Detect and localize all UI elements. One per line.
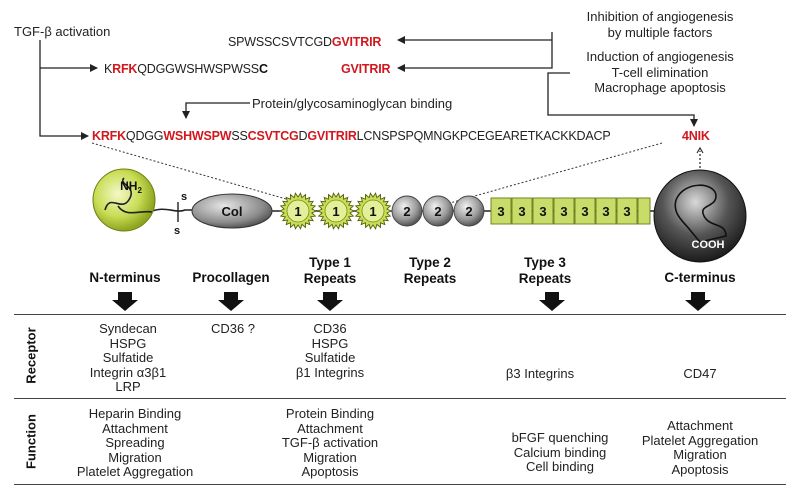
type3-repeat	[532, 197, 554, 225]
type2-repeat	[422, 195, 454, 227]
type2-repeat-label: 2	[465, 204, 472, 219]
type1-repeats: 1 1 1	[278, 192, 393, 230]
type3-repeat-label: 3	[518, 204, 525, 219]
type3-repeat-label: 3	[497, 204, 504, 219]
domain-down-arrows	[112, 292, 711, 311]
type2-repeat	[391, 195, 423, 227]
down-arrow-icon	[539, 292, 565, 311]
row-label-function: Function	[23, 414, 39, 469]
protein-gag-binding-label: Protein/glycosaminoglycan binding	[252, 96, 453, 111]
table-divider-bottom	[14, 484, 786, 486]
type3-repeat-label: 3	[539, 204, 546, 219]
type3-repeat	[553, 197, 575, 225]
down-arrow-icon	[317, 292, 343, 311]
down-arrow-icon	[685, 292, 711, 311]
procollagen-domain	[191, 193, 273, 229]
tgf-arrow-lower	[39, 40, 89, 140]
induction-arrow	[547, 72, 698, 127]
type3-repeat-label: 3	[581, 204, 588, 219]
receptor-type3: β3 Integrins	[505, 366, 575, 381]
type3-repeat	[595, 197, 617, 225]
down-arrow-icon	[112, 292, 138, 311]
type3-repeat-label: 3	[602, 204, 609, 219]
type2-repeats: 2 2 2	[391, 195, 485, 227]
type2-repeat-label: 2	[434, 204, 441, 219]
sequence-line-3: KRFKQDGGWSHWSPWSSCSVTCGDGVITRIRLCNSPSPQM…	[92, 129, 611, 143]
type2-repeat	[453, 195, 485, 227]
type3-repeat	[490, 197, 512, 225]
type1-repeat-label: 1	[369, 204, 376, 219]
row-label-receptor: Receptor	[23, 327, 39, 384]
type1-repeat-label: 1	[294, 204, 301, 219]
sequence-gvitrir: GVITRIR	[341, 62, 391, 76]
disulfide-s-top: s	[181, 191, 187, 203]
sequence-line-1: SPWSSCSVTCGDGVITRIR	[228, 35, 382, 49]
sequence-line-2: KRFKQDGGWSHWSPWSSC	[104, 62, 268, 76]
type2-repeat-label: 2	[403, 204, 410, 219]
heading-c-terminus: C-terminus	[664, 270, 736, 285]
down-arrow-icon	[218, 292, 244, 311]
type3-repeat	[511, 197, 533, 225]
n-terminal-domain	[92, 168, 156, 232]
cooh-label: COOH	[692, 239, 725, 251]
type3-repeat	[616, 197, 638, 225]
type3-bar-end	[637, 197, 651, 225]
sequence-4nik: 4NIK	[682, 129, 710, 143]
table-divider-middle	[14, 398, 786, 400]
inhibition-arrow-lower	[397, 32, 553, 72]
receptor-procollagen: CD36 ?	[210, 321, 256, 336]
table-divider-top	[14, 314, 786, 316]
type3-repeat-label: 3	[560, 204, 567, 219]
expansion-line-right	[449, 142, 663, 204]
col-label: Col	[222, 204, 243, 219]
heading-n-terminus: N-terminus	[89, 270, 161, 285]
expansion-line-left	[91, 142, 301, 204]
c-terminal-domain	[653, 169, 747, 263]
type3-repeat	[574, 197, 596, 225]
receptor-c-terminus: CD47	[683, 366, 717, 381]
nh2-label: NH2	[120, 179, 142, 195]
binding-arrow	[182, 102, 250, 119]
type1-repeat-label: 1	[332, 204, 339, 219]
disulfide-s-bottom: s	[174, 225, 180, 237]
heading-procollagen: Procollagen	[192, 270, 270, 285]
type3-repeat-label: 3	[623, 204, 630, 219]
tgf-beta-activation-label: TGF-β activation	[14, 24, 111, 39]
